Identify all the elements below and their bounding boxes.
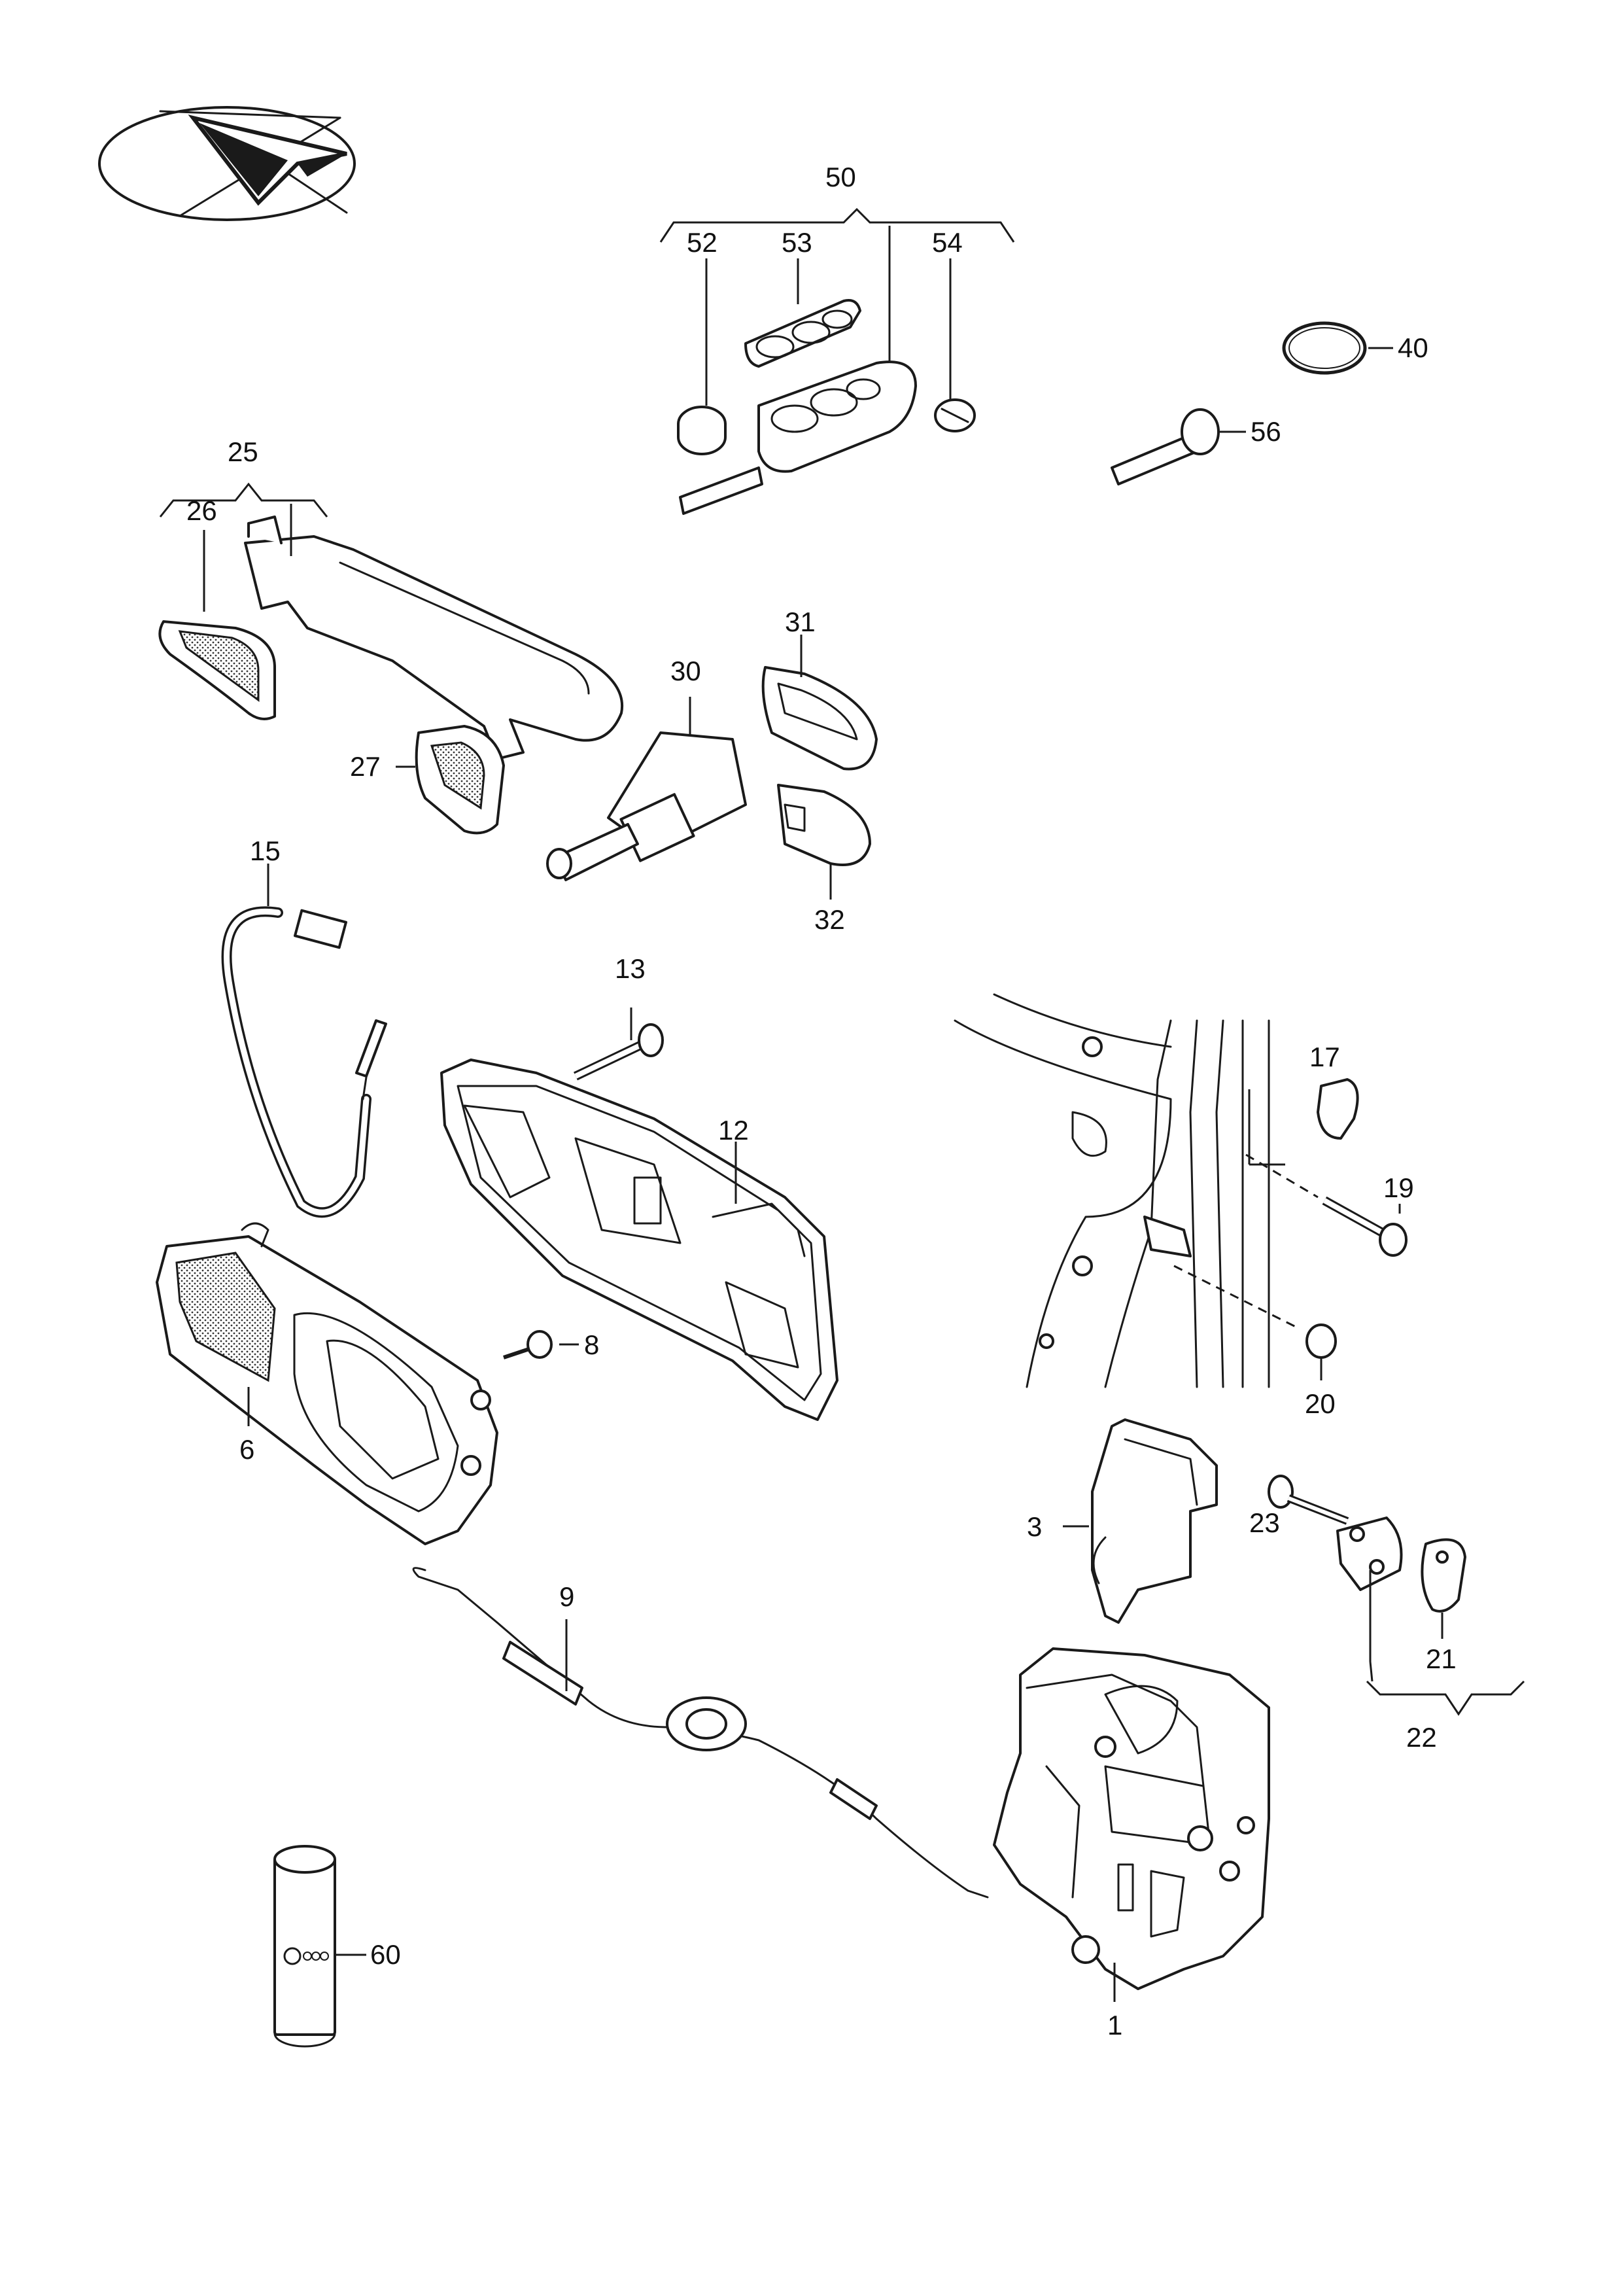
screw-23: 23	[1249, 1475, 1403, 1682]
bracket-3: 3	[1027, 1418, 1218, 1624]
cap-17: 17	[1309, 1042, 1359, 1140]
inner-handle-6: 6	[156, 1222, 498, 1545]
vw-logo-icon	[283, 1947, 329, 1965]
bolt-13: 13	[573, 953, 664, 1081]
callout-26: 26	[186, 495, 217, 526]
callout-6: 6	[239, 1434, 254, 1465]
callout-53: 53	[782, 227, 812, 258]
callout-17: 17	[1309, 1042, 1340, 1072]
emblem-54: 54	[932, 227, 976, 432]
callout-20: 20	[1305, 1388, 1336, 1419]
grease-tube-60: 60	[273, 1845, 401, 2048]
callout-40: 40	[1398, 332, 1428, 363]
outer-handle-group-25: 25 26	[158, 436, 624, 760]
callout-50: 50	[825, 162, 856, 192]
handle-carrier-12: 12	[440, 1059, 838, 1421]
door-shell	[954, 993, 1285, 1388]
callout-56: 56	[1251, 416, 1281, 447]
o-ring-40: 40	[1282, 321, 1428, 375]
callout-54: 54	[932, 227, 963, 258]
plate-21: 21	[1421, 1538, 1466, 1674]
callout-9: 9	[559, 1581, 574, 1612]
callout-15: 15	[250, 835, 281, 866]
cap-32: 32	[777, 784, 871, 935]
callout-52: 52	[687, 227, 717, 258]
gasket-27: 27	[350, 725, 505, 835]
callout-31: 31	[785, 606, 816, 637]
striker-group-22: 22	[1366, 1680, 1525, 1753]
callout-13: 13	[615, 953, 646, 984]
cable-15: 15	[221, 835, 387, 1218]
cable-9: 9	[412, 1567, 989, 1899]
callout-23: 23	[1249, 1507, 1280, 1538]
bolt-19: 19	[1245, 1153, 1414, 1257]
callout-27: 27	[350, 751, 381, 782]
callout-32: 32	[814, 904, 845, 935]
callout-60: 60	[370, 1939, 401, 1970]
callout-25: 25	[228, 436, 258, 467]
callout-21: 21	[1426, 1643, 1457, 1674]
key-blank-56: 56	[1111, 408, 1281, 485]
flip-key-50	[679, 360, 917, 515]
direction-arrow-icon	[98, 106, 356, 221]
callout-3: 3	[1027, 1511, 1042, 1542]
callout-30: 30	[670, 656, 701, 686]
key-group-50: 50	[659, 162, 1015, 366]
callout-1: 1	[1107, 2010, 1122, 2041]
cap-31: 31	[761, 606, 878, 771]
callout-22: 22	[1406, 1722, 1437, 1753]
callout-8: 8	[584, 1329, 599, 1360]
remote-buttons-53: 53	[744, 227, 861, 368]
lock-cylinder-30: 30	[546, 656, 747, 881]
callout-12: 12	[718, 1115, 749, 1146]
door-lock-1: 1	[993, 1647, 1270, 2041]
screw-8: 8	[503, 1329, 599, 1360]
battery-52: 52	[677, 227, 727, 455]
callout-19: 19	[1383, 1172, 1414, 1203]
bolt-20: 20	[1173, 1265, 1337, 1419]
